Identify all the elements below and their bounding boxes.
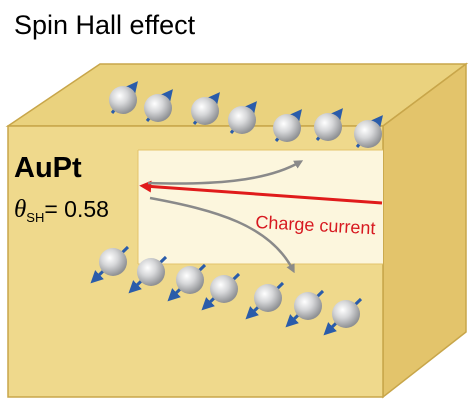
electron-sphere-icon xyxy=(128,255,168,294)
electron-sphere-icon xyxy=(144,89,173,122)
electron-sphere-icon xyxy=(245,281,285,320)
charge-current-arrow xyxy=(139,180,383,205)
electron-sphere-icon xyxy=(323,297,363,336)
theta-subscript: SH xyxy=(26,210,45,225)
electron-sphere-icon xyxy=(228,101,257,134)
electron-sphere-icon xyxy=(273,109,302,142)
electron-sphere-icon xyxy=(354,115,383,148)
theta-symbol: θ xyxy=(14,196,27,223)
electron-path-up xyxy=(147,160,304,185)
electron-sphere-icon xyxy=(314,108,343,141)
theta-value: = 0.58 xyxy=(44,196,109,222)
electron-sphere-icon xyxy=(109,81,138,114)
electron-sphere-icon xyxy=(285,289,325,328)
channel-slab xyxy=(138,150,383,264)
electron-path-down xyxy=(149,196,295,274)
electron-sphere-icon xyxy=(191,92,220,125)
electron-sphere-icon xyxy=(201,272,241,311)
top-electron-row xyxy=(109,81,383,148)
electron-sphere-icon xyxy=(90,245,130,284)
material-label: AuPt xyxy=(14,152,82,184)
diagram-title: Spin Hall effect xyxy=(14,10,196,40)
spin-hall-angle: θSH= 0.58 xyxy=(14,196,109,225)
electron-sphere-icon xyxy=(167,263,207,302)
bottom-electron-row xyxy=(90,245,363,336)
